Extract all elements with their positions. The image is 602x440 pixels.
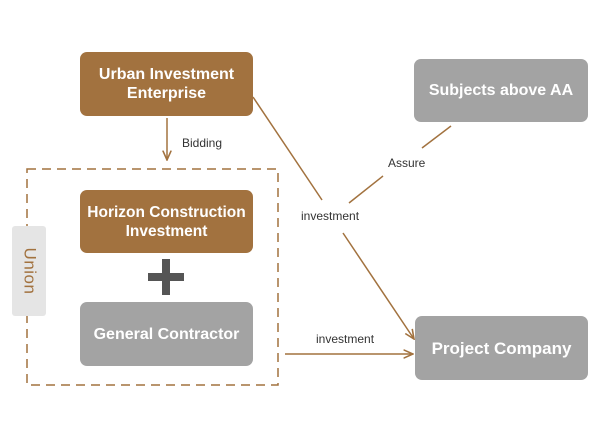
- investment-line-upper: [252, 96, 323, 201]
- urban-investment-node: Urban Investment Enterprise: [80, 52, 253, 116]
- urban-investment-label: Urban Investment Enterprise: [98, 66, 235, 102]
- union-badge: Union: [12, 226, 46, 316]
- union-label: Union: [20, 247, 40, 295]
- project-company-node: Project Company: [415, 316, 588, 380]
- plus-icon: [148, 259, 184, 295]
- horizon-construction-node: Horizon Construction Investment: [80, 190, 253, 253]
- assure-line-lower: [348, 175, 384, 204]
- assure-line-upper: [421, 125, 452, 149]
- subjects-above-aa-label: Subjects above AA: [428, 82, 574, 99]
- horizon-construction-label: Horizon Construction Investment: [87, 203, 246, 240]
- subjects-above-aa-node: Subjects above AA: [414, 59, 588, 122]
- general-contractor-label: General Contractor: [93, 325, 240, 343]
- investment-label-contractor: investment: [316, 332, 375, 346]
- assure-label: Assure: [388, 156, 426, 170]
- bidding-label: Bidding: [182, 136, 223, 150]
- investment-label-urban: investment: [301, 209, 360, 223]
- general-contractor-node: General Contractor: [80, 302, 253, 366]
- project-company-label: Project Company: [431, 338, 572, 358]
- investment-line-lower: [342, 232, 414, 339]
